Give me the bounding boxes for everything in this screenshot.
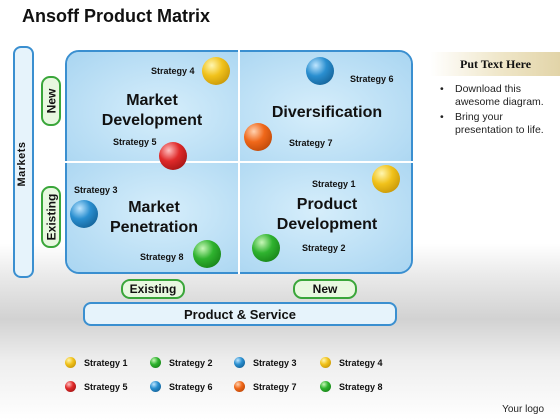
strategy-6-label: Strategy 6 bbox=[350, 74, 394, 84]
strategy-5-label: Strategy 5 bbox=[113, 137, 157, 147]
strategy-1-ball bbox=[372, 165, 400, 193]
strategy-4-ball bbox=[202, 57, 230, 85]
legend-item-strategy-1: Strategy 1 bbox=[65, 357, 128, 368]
text-panel-bullets: Download this awesome diagram. Bring you… bbox=[438, 83, 556, 139]
bullet-item: Bring your presentation to life. bbox=[438, 111, 556, 137]
product-service-axis-label: Product & Service bbox=[184, 306, 296, 322]
legend-blue-ball bbox=[150, 381, 161, 392]
strategy-3-label: Strategy 3 bbox=[74, 185, 118, 195]
slide-title: Ansoff Product Matrix bbox=[22, 6, 211, 26]
market-existing-pill: Existing bbox=[41, 186, 61, 248]
legend-label: Strategy 2 bbox=[169, 357, 213, 368]
legend-red-ball bbox=[65, 381, 76, 392]
legend-item-strategy-7: Strategy 7 bbox=[234, 381, 297, 392]
market-new-label: New bbox=[44, 88, 58, 114]
markets-axis-bar bbox=[13, 46, 34, 278]
strategy-2-label: Strategy 2 bbox=[302, 243, 346, 253]
legend-label: Strategy 4 bbox=[339, 357, 383, 368]
market-penetration-title: Market Penetration bbox=[109, 199, 198, 236]
product-service-axis-bar: Product & Service bbox=[83, 302, 397, 326]
legend-yellow-ball bbox=[65, 357, 76, 368]
legend-label: Strategy 8 bbox=[339, 381, 383, 392]
legend-item-strategy-3: Strategy 3 bbox=[234, 357, 297, 368]
legend-item-strategy-2: Strategy 2 bbox=[150, 357, 213, 368]
legend-label: Strategy 5 bbox=[84, 381, 128, 392]
legend-blue-ball bbox=[234, 357, 245, 368]
footer-logo-text: Your logo bbox=[502, 404, 544, 415]
diversification-title: Diversification bbox=[271, 104, 383, 121]
legend-item-strategy-5: Strategy 5 bbox=[65, 381, 128, 392]
bullet-item: Download this awesome diagram. bbox=[438, 83, 556, 109]
product-new-label: New bbox=[312, 282, 338, 296]
legend-label: Strategy 7 bbox=[253, 381, 297, 392]
strategy-7-ball bbox=[244, 123, 272, 151]
strategy-2-ball bbox=[252, 234, 280, 262]
legend-orange-ball bbox=[234, 381, 245, 392]
strategy-3-ball bbox=[70, 200, 98, 228]
product-existing-pill: Existing bbox=[121, 279, 185, 299]
strategy-1-label: Strategy 1 bbox=[312, 179, 356, 189]
strategy-5-ball bbox=[159, 142, 187, 170]
matrix-horizontal-divider bbox=[65, 161, 413, 163]
strategy-4-label: Strategy 4 bbox=[151, 66, 195, 76]
legend-item-strategy-4: Strategy 4 bbox=[320, 357, 383, 368]
legend-yellow-ball bbox=[320, 357, 331, 368]
strategy-6-ball bbox=[306, 57, 334, 85]
market-development-title: Market Development bbox=[101, 92, 203, 129]
legend-green-ball bbox=[320, 381, 331, 392]
strategy-7-label: Strategy 7 bbox=[289, 138, 333, 148]
text-panel-heading: Put Text Here bbox=[430, 52, 560, 76]
legend-label: Strategy 3 bbox=[253, 357, 297, 368]
product-development-title: Product Development bbox=[276, 196, 378, 233]
legend-green-ball bbox=[150, 357, 161, 368]
legend-label: Strategy 1 bbox=[84, 357, 128, 368]
markets-axis-label: Markets bbox=[16, 141, 28, 187]
strategy-8-label: Strategy 8 bbox=[140, 252, 184, 262]
market-existing-label: Existing bbox=[44, 193, 58, 241]
market-new-pill: New bbox=[41, 76, 61, 126]
legend-item-strategy-8: Strategy 8 bbox=[320, 381, 383, 392]
product-new-pill: New bbox=[293, 279, 357, 299]
product-existing-label: Existing bbox=[129, 282, 177, 296]
legend-item-strategy-6: Strategy 6 bbox=[150, 381, 213, 392]
legend-label: Strategy 6 bbox=[169, 381, 213, 392]
strategy-8-ball bbox=[193, 240, 221, 268]
